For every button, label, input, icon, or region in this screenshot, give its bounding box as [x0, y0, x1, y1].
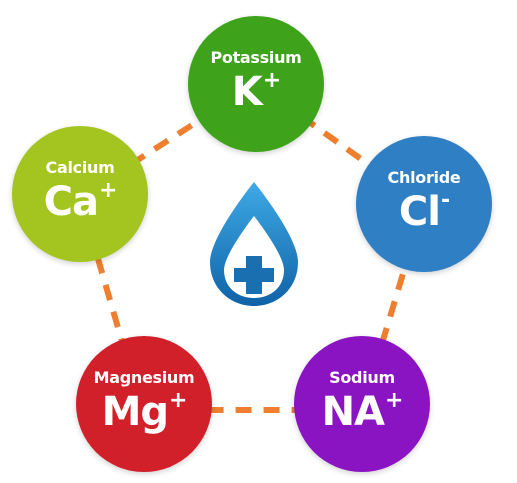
node-charge: +: [169, 387, 187, 413]
node-charge: -: [440, 187, 450, 213]
node-symbol: K+: [231, 67, 281, 115]
node-sodium: Sodium NA+: [294, 336, 430, 472]
node-symbol: Ca+: [43, 177, 118, 225]
node-symbol: Cl-: [398, 187, 450, 235]
node-charge: +: [262, 67, 281, 93]
node-name: Potassium: [210, 48, 302, 67]
node-name: Magnesium: [93, 368, 195, 387]
node-symbol: NA+: [321, 387, 404, 435]
node-calcium: Calcium Ca+: [12, 126, 148, 262]
node-chloride: Chloride Cl-: [356, 136, 492, 272]
node-name: Chloride: [387, 168, 461, 187]
node-magnesium: Magnesium Mg+: [76, 336, 212, 472]
water-drop-plus-icon: [210, 182, 298, 306]
node-name: Calcium: [45, 158, 115, 177]
node-name: Sodium: [329, 368, 395, 387]
node-symbol: Mg+: [101, 387, 188, 435]
node-charge: +: [98, 177, 117, 203]
node-potassium: Potassium K+: [188, 16, 324, 152]
plus-icon: [234, 256, 274, 294]
node-charge: +: [385, 387, 403, 413]
